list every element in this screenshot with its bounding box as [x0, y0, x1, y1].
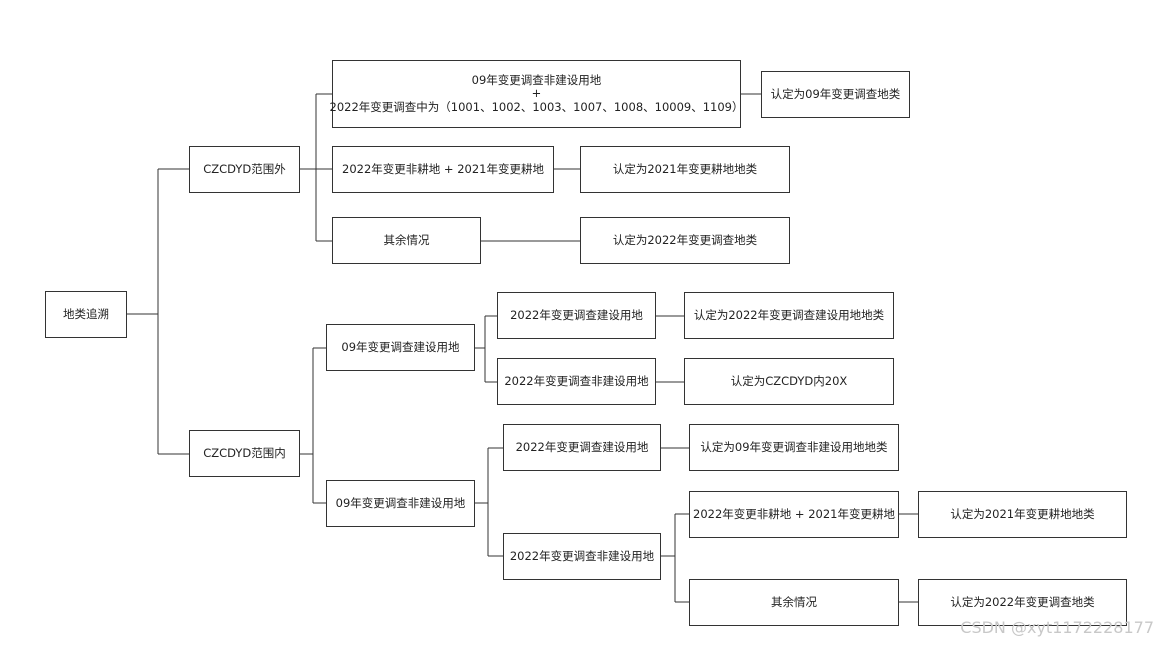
- inside-a1-cond-label: 2022年变更调查建设用地: [510, 307, 643, 322]
- root-node: 地类追溯: [45, 291, 127, 338]
- inside-b2b-result: 认定为2022年变更调查地类: [918, 579, 1127, 626]
- inside-b2b-cond: 其余情况: [689, 579, 899, 626]
- outside-cond-1-line1: 09年变更调查非建设用地: [471, 73, 602, 88]
- outside-label: CZCDYD范围外: [203, 161, 286, 176]
- inside-b2-cond: 2022年变更调查非建设用地: [503, 533, 661, 580]
- outside-result-1: 认定为09年变更调查地类: [761, 71, 910, 118]
- watermark: CSDN @xyt1172228177: [960, 618, 1154, 637]
- inside-a1-cond: 2022年变更调查建设用地: [497, 292, 656, 339]
- inside-b2a-result-label: 认定为2021年变更耕地地类: [950, 506, 1095, 521]
- inside-b1-result: 认定为09年变更调查非建设用地地类: [689, 424, 899, 471]
- outside-cond-1-plus: +: [531, 86, 542, 101]
- outside-result-2-label: 认定为2021年变更耕地地类: [612, 161, 758, 176]
- inside-node: CZCDYD范围内: [189, 430, 300, 477]
- inside-a1-result: 认定为2022年变更调查建设用地地类: [684, 292, 894, 339]
- inside-b2b-cond-label: 其余情况: [771, 594, 817, 609]
- outside-cond-3: 其余情况: [332, 217, 481, 264]
- inside-b2a-cond: 2022年变更非耕地 + 2021年变更耕地: [689, 491, 899, 538]
- inside-a2-cond-label: 2022年变更调查非建设用地: [504, 373, 649, 388]
- inside-09-nonbuild: 09年变更调查非建设用地: [326, 480, 475, 527]
- inside-a2-result: 认定为CZCDYD内20X: [684, 358, 894, 405]
- inside-09-nonbuild-label: 09年变更调查非建设用地: [335, 495, 466, 510]
- inside-b2a-cond-label: 2022年变更非耕地 + 2021年变更耕地: [693, 506, 895, 521]
- inside-b1-cond: 2022年变更调查建设用地: [503, 424, 661, 471]
- outside-result-2: 认定为2021年变更耕地地类: [580, 146, 790, 193]
- inside-b2a-result: 认定为2021年变更耕地地类: [918, 491, 1127, 538]
- outside-cond-2-label: 2022年变更非耕地 + 2021年变更耕地: [342, 161, 544, 176]
- inside-a1-result-label: 认定为2022年变更调查建设用地地类: [693, 307, 885, 322]
- outside-cond-1-line2: 2022年变更调查中为（1001、1002、1003、1007、1008、100…: [329, 99, 744, 114]
- inside-label: CZCDYD范围内: [203, 445, 286, 460]
- inside-09-build: 09年变更调查建设用地: [326, 324, 475, 371]
- inside-b1-result-label: 认定为09年变更调查非建设用地地类: [700, 439, 888, 454]
- outside-cond-3-label: 其余情况: [383, 232, 430, 247]
- outside-cond-2: 2022年变更非耕地 + 2021年变更耕地: [332, 146, 554, 193]
- inside-b1-cond-label: 2022年变更调查建设用地: [515, 439, 649, 454]
- outside-result-3: 认定为2022年变更调查地类: [580, 217, 790, 264]
- inside-09-build-label: 09年变更调查建设用地: [341, 339, 460, 354]
- inside-b2b-result-label: 认定为2022年变更调查地类: [950, 594, 1095, 609]
- inside-a2-result-label: 认定为CZCDYD内20X: [730, 373, 848, 388]
- root-label: 地类追溯: [63, 306, 109, 321]
- outside-result-1-label: 认定为09年变更调查地类: [770, 86, 901, 101]
- inside-a2-cond: 2022年变更调查非建设用地: [497, 358, 656, 405]
- inside-b2-cond-label: 2022年变更调查非建设用地: [509, 548, 655, 563]
- outside-cond-1: 09年变更调查非建设用地 + 2022年变更调查中为（1001、1002、100…: [329, 60, 744, 128]
- outside-result-3-label: 认定为2022年变更调查地类: [612, 232, 758, 247]
- outside-node: CZCDYD范围外: [189, 146, 300, 193]
